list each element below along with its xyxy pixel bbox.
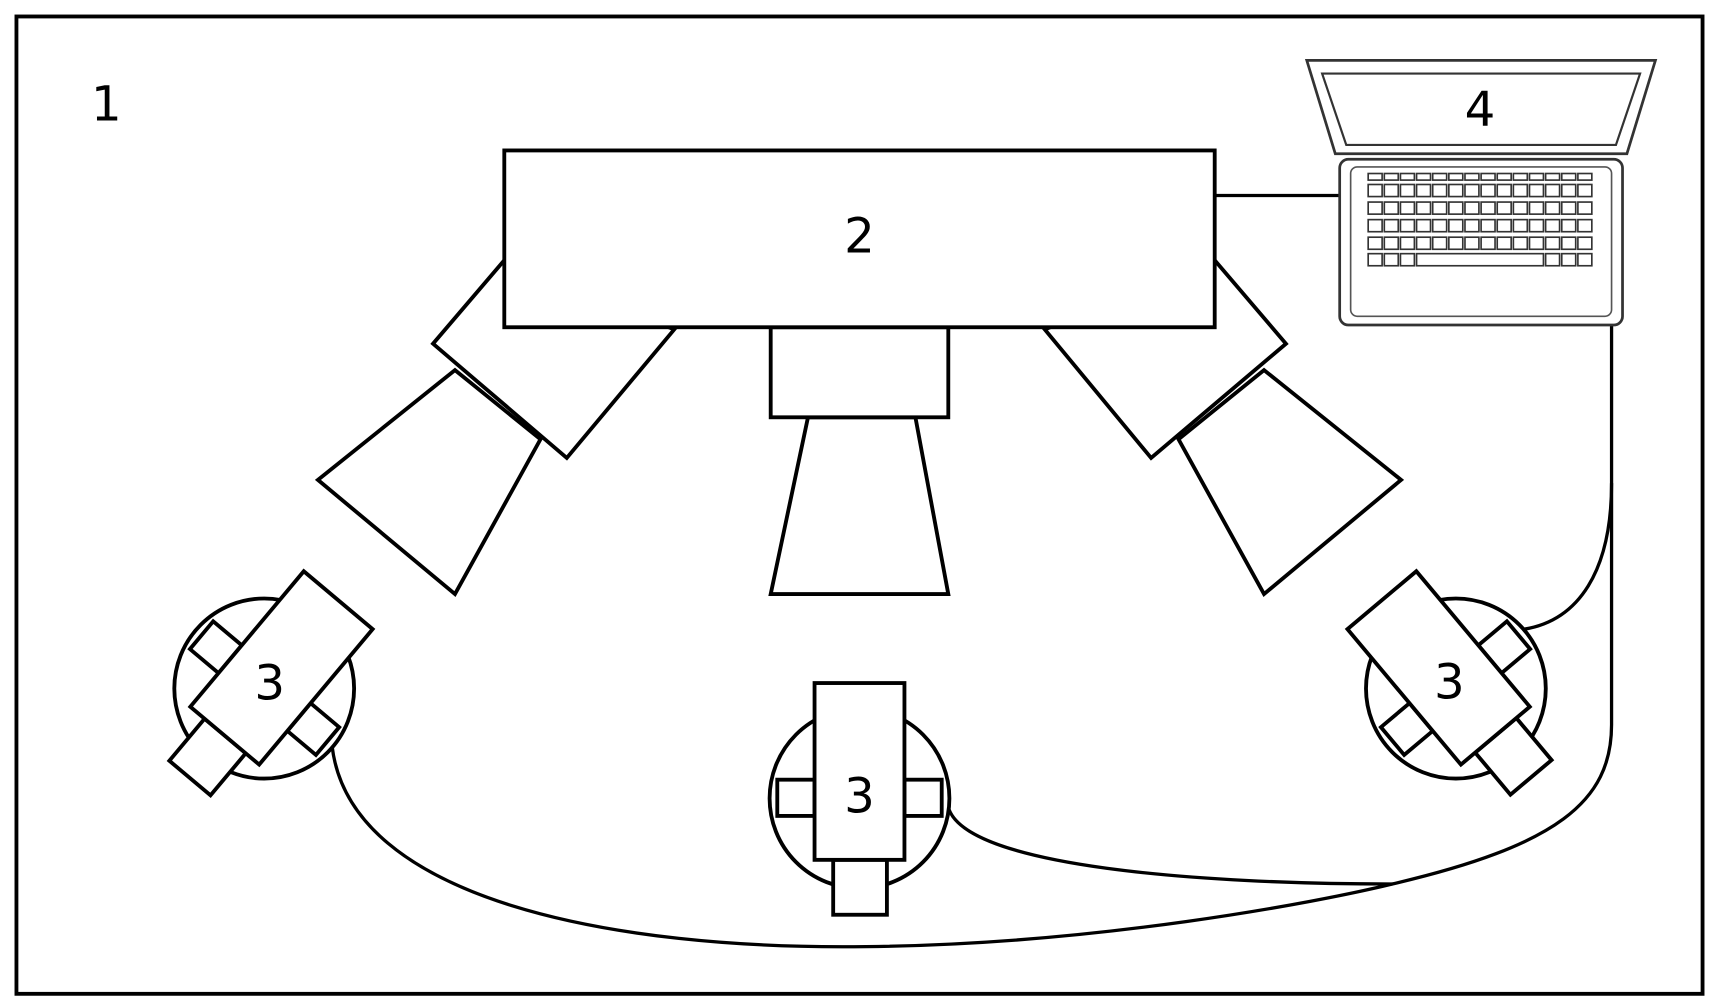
keyboard-key: [1417, 237, 1431, 249]
keyboard-key: [1578, 202, 1592, 214]
keyboard-key: [1497, 184, 1511, 196]
keyboard-key: [1400, 220, 1414, 232]
center-projector-body: [771, 327, 949, 417]
keyboard-key: [1497, 174, 1511, 181]
keyboard-key: [1433, 184, 1447, 196]
keyboard-key: [1578, 220, 1592, 232]
keyboard-key: [1433, 174, 1447, 181]
keyboard-key: [1481, 237, 1495, 249]
keyboard-key: [1546, 202, 1560, 214]
keyboard-key: [1384, 237, 1398, 249]
keyboard-key: [1417, 220, 1431, 232]
keyboard-key: [1384, 254, 1398, 266]
keyboard-key: [1465, 237, 1479, 249]
keyboard-key: [1368, 254, 1382, 266]
keyboard-key: [1578, 184, 1592, 196]
keyboard-key: [1529, 174, 1543, 181]
keyboard-key: [1562, 237, 1576, 249]
keyboard-key: [1465, 202, 1479, 214]
room-label: 1: [91, 77, 122, 133]
keyboard-key: [1400, 237, 1414, 249]
keyboard-key: [1417, 174, 1431, 181]
keyboard-key: [1449, 184, 1463, 196]
keyboard-key: [1481, 202, 1495, 214]
keyboard-key: [1368, 237, 1382, 249]
keyboard-key: [1497, 237, 1511, 249]
keyboard-key: [1368, 184, 1382, 196]
keyboard-key: [1433, 237, 1447, 249]
keyboard-key: [1562, 220, 1576, 232]
keyboard-key: [1449, 220, 1463, 232]
camera-left-label: 3: [254, 655, 285, 711]
keyboard-key: [1384, 184, 1398, 196]
keyboard-key: [1578, 174, 1592, 181]
keyboard-key: [1433, 220, 1447, 232]
keyboard-key: [1465, 184, 1479, 196]
keyboard-key: [1513, 220, 1527, 232]
keyboard-key: [1384, 220, 1398, 232]
keyboard-key: [1529, 202, 1543, 214]
keyboard-key: [1513, 184, 1527, 196]
keyboard-key: [1497, 220, 1511, 232]
projection-unit-label: 2: [844, 208, 875, 264]
keyboard-key: [1449, 237, 1463, 249]
keyboard-key: [1513, 202, 1527, 214]
keyboard-key: [1417, 184, 1431, 196]
keyboard-key: [1400, 202, 1414, 214]
keyboard-key: [1417, 202, 1431, 214]
keyboard-key: [1546, 220, 1560, 232]
keyboard-key: [1578, 254, 1592, 266]
keyboard-key: [1433, 202, 1447, 214]
keyboard-key: [1400, 174, 1414, 181]
keyboard-key: [1546, 184, 1560, 196]
keyboard-key: [1497, 202, 1511, 214]
camera-center-tab: [777, 780, 814, 816]
camera-right-label: 3: [1434, 654, 1465, 710]
keyboard-key: [1562, 254, 1576, 266]
keyboard-key: [1481, 174, 1495, 181]
keyboard-key: [1513, 237, 1527, 249]
keyboard-key: [1578, 237, 1592, 249]
camera-center-lens: [833, 860, 887, 915]
keyboard-key: [1400, 184, 1414, 196]
keyboard-spacebar: [1417, 254, 1544, 266]
keyboard-key: [1562, 202, 1576, 214]
keyboard-key: [1368, 174, 1382, 181]
keyboard-key: [1529, 237, 1543, 249]
laptop-computer: 4: [1307, 60, 1656, 325]
keyboard-key: [1562, 174, 1576, 181]
keyboard-key: [1449, 202, 1463, 214]
keyboard-key: [1400, 254, 1414, 266]
keyboard-key: [1562, 184, 1576, 196]
keyboard-key: [1481, 184, 1495, 196]
computer-label: 4: [1465, 82, 1496, 138]
keyboard-key: [1368, 202, 1382, 214]
keyboard-key: [1513, 174, 1527, 181]
keyboard-key: [1546, 254, 1560, 266]
keyboard-key: [1465, 220, 1479, 232]
keyboard-key: [1368, 220, 1382, 232]
camera-center-label: 3: [844, 768, 875, 824]
keyboard-key: [1449, 174, 1463, 181]
keyboard-key: [1384, 202, 1398, 214]
keyboard-key: [1546, 174, 1560, 181]
keyboard-key: [1384, 174, 1398, 181]
keyboard-key: [1481, 220, 1495, 232]
camera-center-tab: [904, 780, 941, 816]
keyboard-key: [1465, 174, 1479, 181]
keyboard-key: [1529, 184, 1543, 196]
keyboard-key: [1529, 220, 1543, 232]
keyboard-key: [1546, 237, 1560, 249]
